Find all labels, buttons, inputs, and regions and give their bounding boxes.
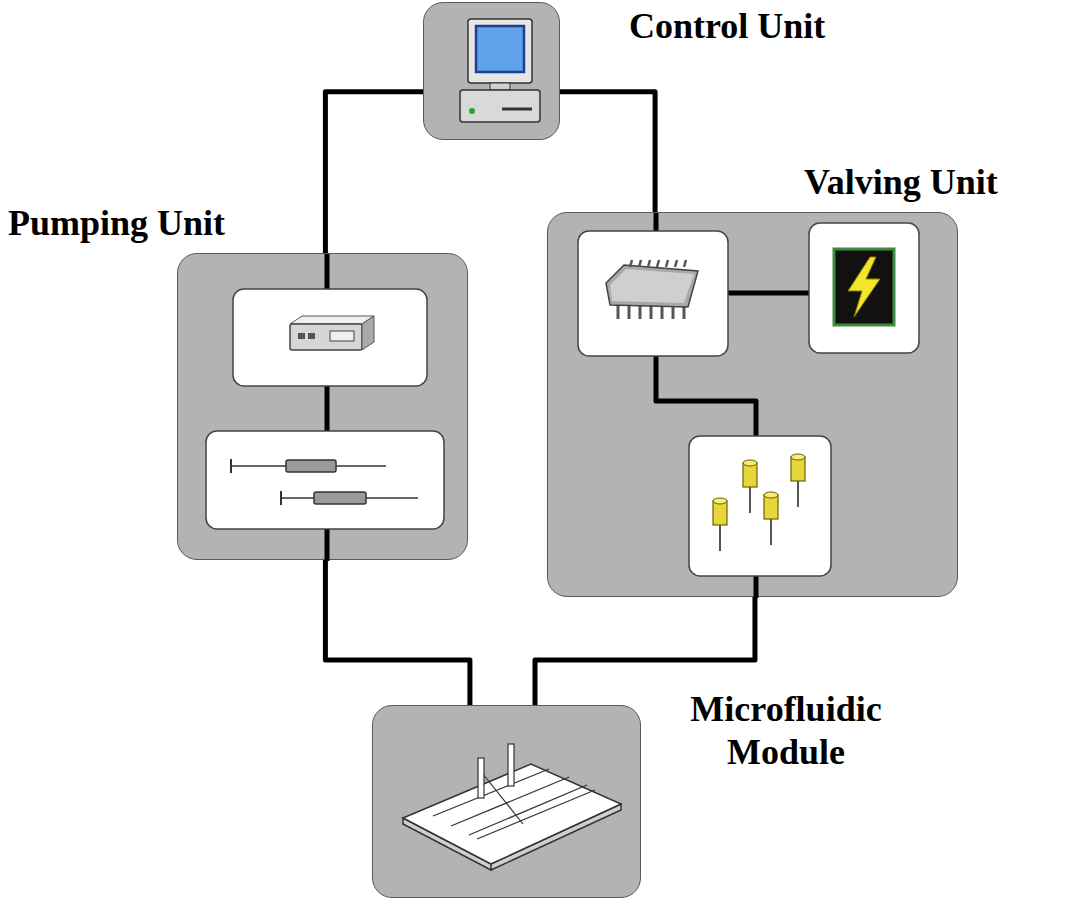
valve-needle: [749, 487, 751, 513]
microchannel: [483, 774, 523, 824]
power-supply: [834, 249, 894, 325]
connector-wire: [325, 560, 470, 705]
pump-display: [330, 331, 354, 341]
chip-leg-back: [639, 260, 641, 267]
syringe-needle: [366, 497, 418, 499]
unit-box: Valving Unit: [547, 212, 958, 597]
pump-button: [308, 333, 315, 339]
monitor-frame: [468, 19, 532, 83]
unit-label: Control Unit: [629, 5, 764, 48]
syringe-plunger: [231, 465, 286, 467]
syringe-plunger: [281, 497, 314, 499]
chip-leg-back: [657, 260, 659, 267]
component-panel: [578, 231, 728, 356]
component-panel: [809, 223, 919, 353]
chip-leg: [628, 305, 631, 319]
syringe-needle: [336, 465, 386, 467]
connector-wire: [560, 92, 655, 212]
valve-body: [764, 495, 778, 519]
unit-box: Microfluidic Module: [372, 705, 641, 898]
power-led: [469, 108, 475, 114]
connector-wire: [535, 597, 755, 705]
unit-box: Pumping Unit: [177, 253, 468, 560]
chip-leg: [650, 305, 653, 319]
wire: [656, 356, 756, 436]
inlet-tube: [478, 758, 484, 798]
valve-body: [791, 457, 805, 481]
chip-leg: [639, 305, 642, 319]
syringe-barrel: [314, 492, 366, 504]
chip-leg-back: [675, 260, 677, 267]
chip-leg-back: [648, 260, 650, 267]
unit-illustration: [373, 706, 640, 897]
valve-needle: [719, 525, 721, 551]
chip-leg-back: [684, 260, 686, 267]
component-panel: [206, 431, 444, 529]
valve-cap: [791, 454, 805, 460]
valve-body: [713, 501, 727, 525]
chip-top: [610, 269, 694, 303]
component-panel: [233, 289, 427, 386]
valve-needle: [797, 481, 799, 507]
syringe-barrel: [286, 460, 336, 472]
valve-needle: [770, 519, 772, 545]
valve-cap: [713, 498, 727, 504]
unit-illustration: [178, 254, 467, 559]
microchannel: [469, 785, 587, 835]
unit-label: Pumping Unit: [8, 202, 297, 245]
unit-illustration: [424, 3, 559, 139]
wire: [325, 529, 330, 561]
computer-base: [460, 90, 540, 122]
monitor-neck: [490, 83, 510, 90]
valve-cap: [743, 460, 757, 466]
chip-leg-back: [666, 260, 668, 267]
drive-slot: [502, 108, 532, 111]
wire: [325, 386, 330, 431]
wire: [325, 254, 330, 289]
unit-illustration: [548, 213, 957, 596]
chip-leg-back: [630, 260, 632, 267]
chip-leg: [617, 305, 620, 319]
microchannel: [477, 790, 595, 839]
pump-device-top: [290, 316, 374, 324]
lightning-bolt: [848, 257, 880, 317]
unit-box: Control Unit: [423, 2, 560, 140]
pump-device: [290, 324, 362, 350]
component-panel: [689, 436, 831, 576]
inlet-tube: [508, 744, 514, 786]
pump-button: [298, 333, 305, 339]
valve-cap: [764, 492, 778, 498]
wire: [728, 291, 809, 296]
wire: [754, 576, 759, 598]
unit-label: Microfluidic Module: [655, 688, 917, 774]
pump-device-side: [362, 316, 374, 350]
monitor-screen: [476, 26, 524, 72]
chip-body: [606, 265, 698, 307]
unit-label: Valving Unit: [804, 161, 1067, 204]
wire: [654, 213, 659, 231]
connector-wire: [325, 92, 423, 253]
valve-body: [743, 463, 757, 487]
